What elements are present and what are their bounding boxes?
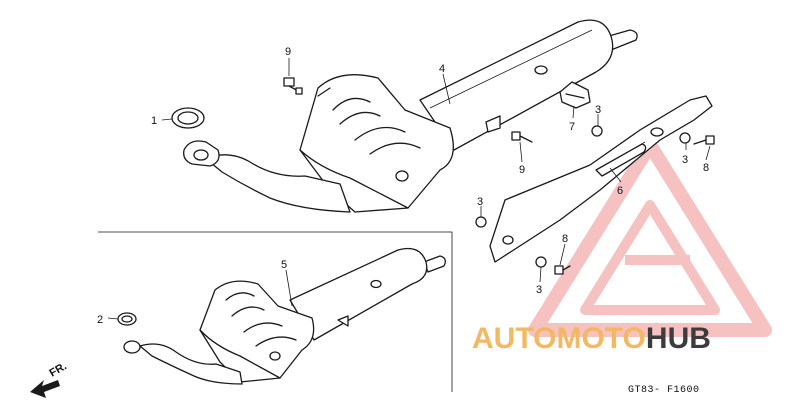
leader-lines [107, 58, 711, 320]
muffler-upper [183, 19, 638, 213]
callout-labels: 1 2 3 3 3 3 4 5 6 7 8 8 9 9 [97, 46, 709, 326]
callout-8-b: 8 [562, 233, 568, 245]
inset-frame [98, 231, 453, 392]
gasket-part-1 [171, 107, 205, 129]
muffler-protector [489, 95, 713, 263]
callout-5: 5 [281, 259, 287, 271]
front-direction-arrow [30, 380, 60, 398]
bolt-part-8-lower [554, 265, 571, 275]
bolt-part-8-right [693, 135, 715, 145]
callout-1: 1 [151, 115, 157, 127]
bolt-part-9-lower [511, 131, 533, 143]
diagram-code: GT83- F1600 [628, 385, 700, 396]
nut-part-3-b [679, 132, 691, 144]
callout-9-b: 9 [519, 164, 525, 176]
watermark-text-part1: AUTOMOTOHUB [472, 322, 711, 355]
nut-part-3-a [591, 125, 603, 137]
watermark-wordmark: AUTOMOTOHUB [472, 322, 711, 355]
callout-6: 6 [617, 185, 623, 197]
gasket-part-2 [117, 312, 137, 326]
nut-part-3-d [535, 256, 547, 268]
callout-3-d: 3 [536, 284, 542, 296]
callout-4: 4 [439, 63, 445, 75]
callout-7: 7 [569, 121, 575, 133]
clip-nut-part-7 [559, 81, 591, 109]
callout-3-b: 3 [682, 154, 688, 166]
bolt-part-9-upper [283, 77, 303, 95]
callout-2: 2 [97, 314, 103, 326]
watermark-logo-triangle [528, 138, 772, 337]
callout-9-a: 9 [285, 46, 291, 58]
callout-8-a: 8 [703, 162, 709, 174]
nut-part-3-c [475, 216, 487, 228]
muffler-lower [123, 247, 446, 385]
direction-label: FR. [48, 360, 69, 379]
callout-3-c: 3 [477, 196, 483, 208]
callout-3-a: 3 [595, 104, 601, 116]
